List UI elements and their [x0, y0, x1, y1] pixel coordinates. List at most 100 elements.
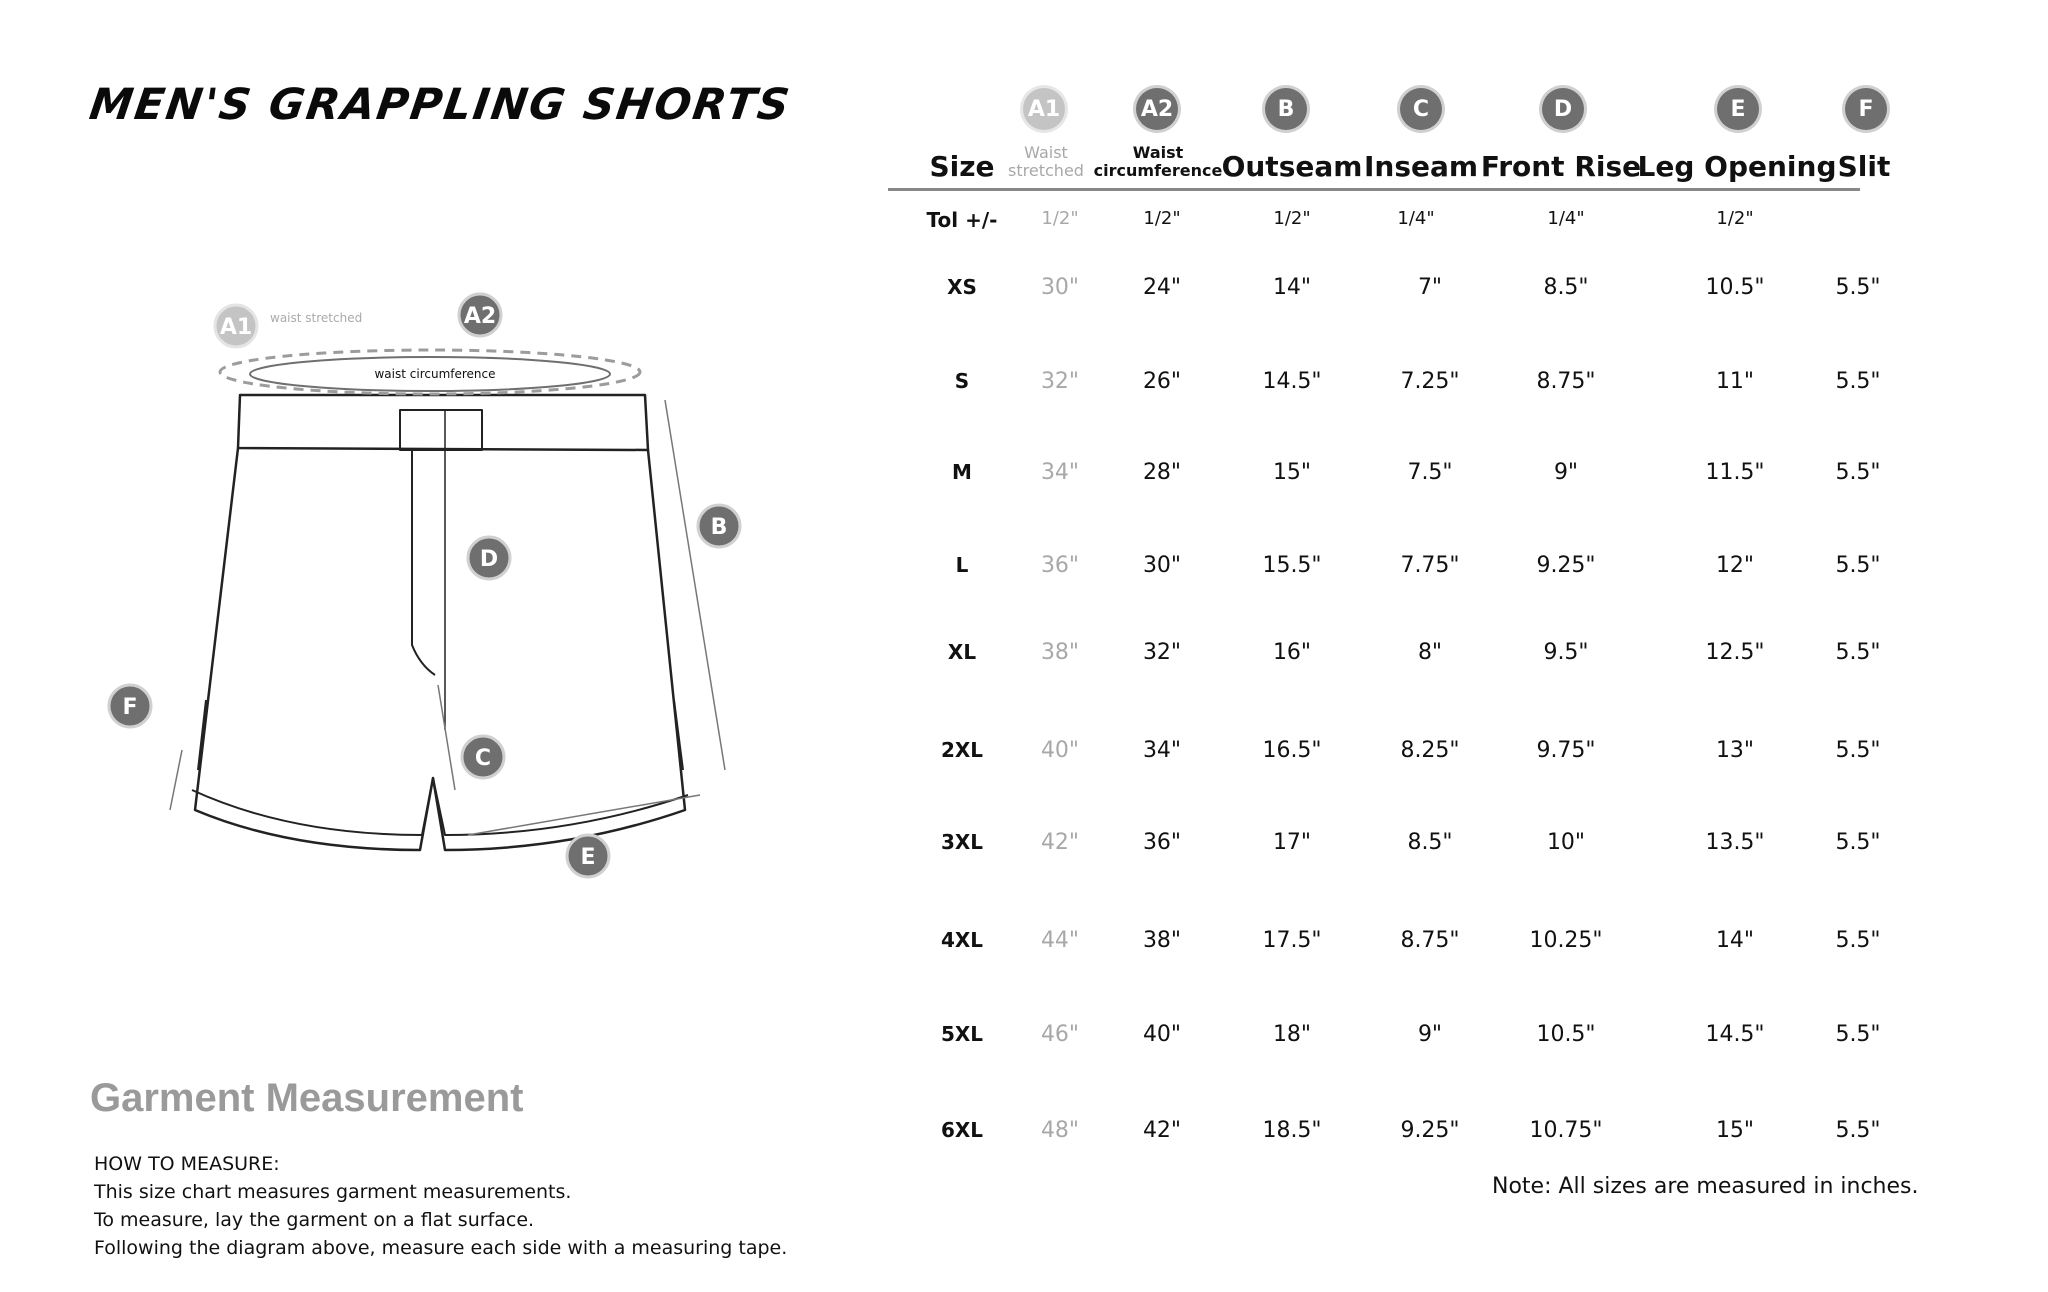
table-cell: 9.25": [1536, 553, 1596, 578]
table-cell: 42": [1142, 1118, 1182, 1143]
table-cell: 8.75": [1400, 928, 1460, 953]
table-cell: 40": [1142, 1022, 1182, 1047]
table-cell: 5.5": [1835, 1118, 1881, 1143]
table-cell: 44": [1040, 928, 1080, 953]
size-cell: M: [952, 460, 972, 484]
c-badge-circle: [460, 734, 506, 780]
d-column-badge: D: [1542, 88, 1584, 130]
b-badge-circle: [696, 503, 742, 549]
table-cell: 38": [1142, 928, 1182, 953]
table-cell: 8": [1417, 640, 1443, 665]
table-cell: 8.75": [1536, 369, 1596, 394]
left-slit: [197, 699, 207, 771]
table-cell: 10.25": [1529, 928, 1603, 953]
table-cell: 14": [1715, 928, 1755, 953]
table-cell: 46": [1040, 1022, 1080, 1047]
hem-line: [191, 777, 689, 836]
table-cell: 8.5": [1407, 830, 1453, 855]
b-badge: B: [711, 515, 728, 540]
size-header: Size: [929, 150, 995, 183]
table-cell: 9.75": [1536, 738, 1596, 763]
waistband-tab: [399, 409, 483, 451]
d-badge: D: [480, 547, 498, 572]
table-cell: 14": [1272, 275, 1312, 300]
e-badge: E: [580, 845, 595, 870]
front-rise-header: Front Rise: [1480, 150, 1642, 183]
right-slit: [673, 699, 684, 771]
slit-line: [169, 749, 183, 811]
table-cell: 10.75": [1529, 1118, 1603, 1143]
table-cell: 5.5": [1835, 928, 1881, 953]
tol-label: Tol +/-: [926, 208, 998, 232]
outseam-line: [664, 399, 726, 771]
a2-badge: A2: [464, 304, 496, 329]
waist-stretched-label: waist stretched: [270, 311, 362, 325]
size-cell: L: [955, 553, 969, 577]
table-cell: 16.5": [1262, 738, 1322, 763]
a1-badge-circle: [213, 303, 259, 349]
table-cell: 8.25": [1400, 738, 1460, 763]
leg-opening-line: [467, 794, 701, 836]
table-cell: 10": [1546, 830, 1586, 855]
table-cell: 13": [1715, 738, 1755, 763]
waist-circumference-label: waist circumference: [374, 367, 495, 381]
c-column-badge: C: [1400, 88, 1442, 130]
table-cell: 32": [1040, 369, 1080, 394]
size-cell: 2XL: [940, 738, 984, 762]
inseam-line: [437, 684, 456, 791]
table-cell: 30": [1142, 553, 1182, 578]
table-cell: 17.5": [1262, 928, 1322, 953]
table-cell: 26": [1142, 369, 1182, 394]
size-cell: XL: [947, 640, 977, 664]
tol-cell: 1/4": [1547, 208, 1585, 229]
table-cell: 28": [1142, 460, 1182, 485]
table-cell: 17": [1272, 830, 1312, 855]
size-cell: 5XL: [940, 1022, 984, 1046]
table-cell: 7": [1417, 275, 1443, 300]
tol-cell: 1/4": [1397, 208, 1435, 229]
table-cell: 32": [1142, 640, 1182, 665]
how-to-line: Following the diagram above, measure eac…: [94, 1237, 788, 1259]
a2-header: Waist circumference: [1093, 143, 1223, 180]
table-cell: 5.5": [1835, 369, 1881, 394]
tol-cell: 1/2": [1273, 208, 1311, 229]
waist-ellipse-inner: [249, 356, 611, 392]
size-cell: 6XL: [940, 1118, 984, 1142]
a2-badge-circle: [457, 292, 503, 338]
table-cell: 12": [1715, 553, 1755, 578]
table-cell: 5.5": [1835, 830, 1881, 855]
table-cell: 5.5": [1835, 1022, 1881, 1047]
shorts-diagram: waist circumference A1 waist stretched A…: [107, 292, 742, 879]
table-cell: 24": [1142, 275, 1182, 300]
tol-cell: 1/2": [1041, 208, 1079, 229]
b-column-badge: B: [1265, 88, 1307, 130]
table-cell: 9": [1417, 1022, 1443, 1047]
size-cell: 3XL: [940, 830, 984, 854]
table-cell: 36": [1040, 553, 1080, 578]
table-cell: 5.5": [1835, 640, 1881, 665]
table-cell: 5.5": [1835, 738, 1881, 763]
table-cell: 5.5": [1835, 275, 1881, 300]
table-cell: 38": [1040, 640, 1080, 665]
leg-opening-header: Leg Opening: [1637, 150, 1837, 183]
table-cell: 34": [1040, 460, 1080, 485]
table-cell: 7.25": [1400, 369, 1460, 394]
tol-cell: 1/2": [1143, 208, 1181, 229]
c-badge: C: [475, 746, 491, 771]
how-to-line: This size chart measures garment measure…: [94, 1181, 572, 1203]
garment-measurement-title: Garment Measurement: [90, 1076, 524, 1120]
waist-ellipse: [218, 348, 642, 396]
table-cell: 18": [1272, 1022, 1312, 1047]
table-cell: 13.5": [1705, 830, 1765, 855]
table-cell: 16": [1272, 640, 1312, 665]
fly-line: [411, 450, 436, 676]
table-cell: 7.75": [1400, 553, 1460, 578]
a2-column-badge: A2: [1136, 88, 1178, 130]
f-badge-circle: [107, 683, 153, 729]
slit-header: Slit: [1837, 150, 1891, 183]
how-to-measure: HOW TO MEASURE: This size chart measures…: [94, 1150, 787, 1262]
a1-badge: A1: [220, 315, 252, 340]
table-cell: 12.5": [1705, 640, 1765, 665]
table-cell: 10.5": [1705, 275, 1765, 300]
